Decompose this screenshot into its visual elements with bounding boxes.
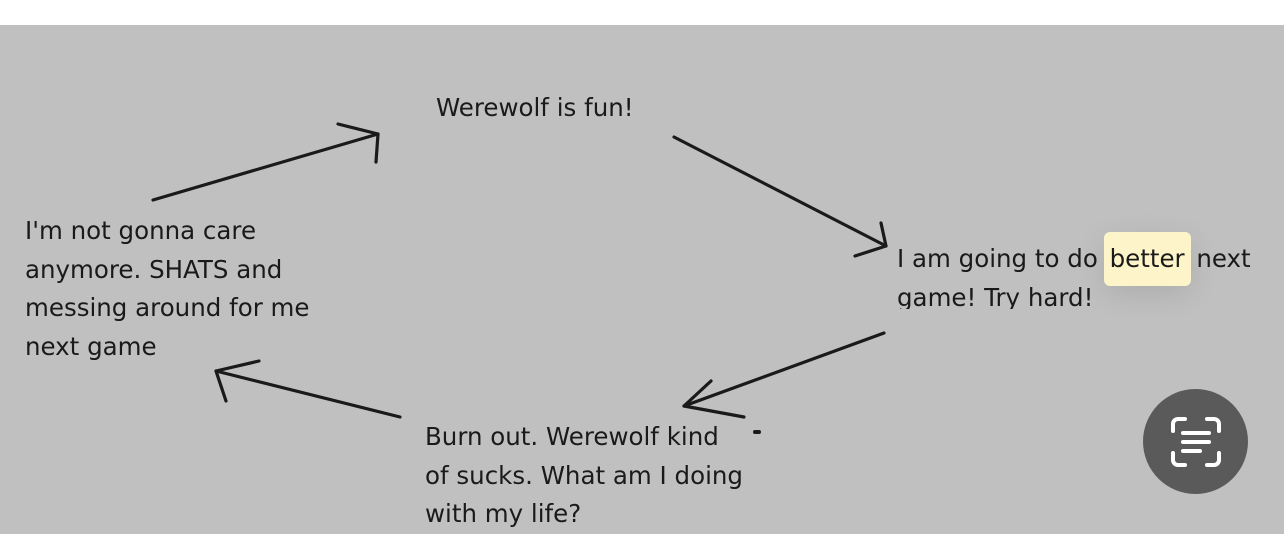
node-line: messing around for me xyxy=(25,293,310,322)
highlighted-word[interactable]: better xyxy=(1103,232,1191,286)
node-line: of sucks. What am I doing xyxy=(425,460,743,490)
text-scan-icon xyxy=(1170,416,1221,467)
arrow-left-to-top xyxy=(151,122,380,202)
node-line: with my life? xyxy=(425,499,582,528)
node-line: I am going to do better next xyxy=(897,232,1251,286)
node-line: game! Try hard! xyxy=(897,282,1094,309)
node-line: I'm not gonna care xyxy=(25,216,257,245)
node-burn-out: Burn out. Werewolf kind of sucks. What a… xyxy=(425,418,743,534)
node-not-gonna-care: I'm not gonna care anymore. SHATS and me… xyxy=(25,212,310,366)
stray-mark xyxy=(753,430,761,434)
node-line: anymore. SHATS and xyxy=(25,254,283,284)
node-do-better: I am going to do better next game! Try h… xyxy=(897,232,1251,309)
diagram-canvas: Werewolf is fun! I'm not gonna care anym… xyxy=(0,25,1284,534)
node-text-after: next xyxy=(1188,244,1251,273)
arrow-top-to-right xyxy=(672,135,888,258)
node-text: Werewolf is fun! xyxy=(436,93,634,122)
arrow-bottom-to-left xyxy=(214,359,402,419)
text-scan-button[interactable] xyxy=(1143,389,1248,494)
cycle-arrows xyxy=(151,122,888,419)
node-text-before: I am going to do xyxy=(897,244,1106,273)
node-line: Burn out. Werewolf kind xyxy=(425,422,719,451)
node-werewolf-is-fun: Werewolf is fun! xyxy=(436,89,634,128)
arrow-right-to-bottom xyxy=(682,331,886,419)
node-line: next game xyxy=(25,331,157,361)
